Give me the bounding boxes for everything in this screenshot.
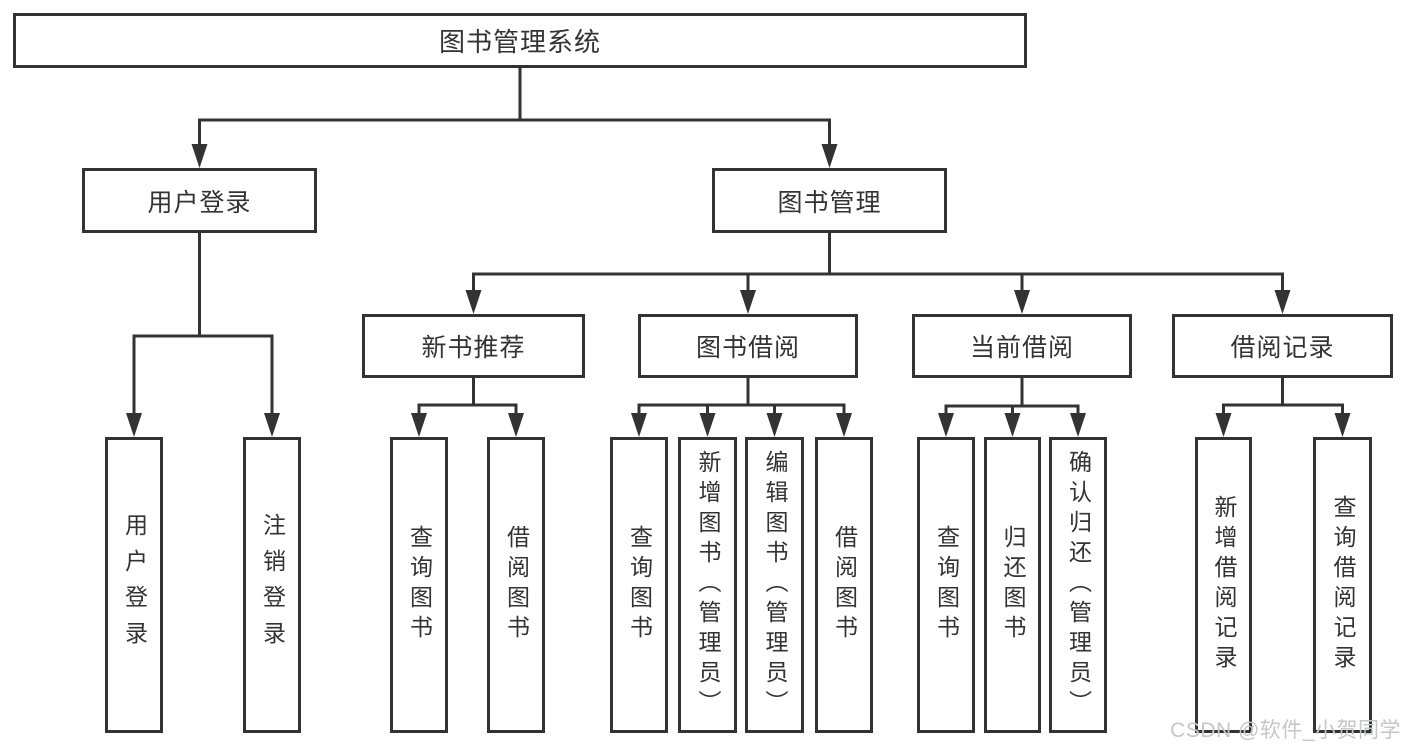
leaf-confirm-return-admin-label: 确认归还（管理员） (1065, 450, 1092, 720)
leaf-edit-book-admin: 编辑图书（管理员） (745, 437, 804, 733)
leaf-add-borrow-record: 新增借阅记录 (1195, 437, 1252, 733)
node-root: 图书管理系统 (13, 13, 1027, 68)
node-book-management: 图书管理 (712, 168, 947, 233)
node-user-login: 用户登录 (82, 168, 317, 233)
node-book-management-label: 图书管理 (777, 188, 882, 217)
leaf-logout-login: 注销登录 (243, 437, 301, 733)
arrow-down-icon (264, 413, 280, 437)
arrow-down-icon (1014, 290, 1030, 314)
arrow-down-icon (766, 413, 783, 437)
leaf-query-borrow-record-label: 查询借阅记录 (1330, 495, 1356, 675)
node-new-book-recommend-label: 新书推荐 (421, 334, 526, 362)
connector-group (465, 233, 1291, 314)
arrow-down-icon (1334, 413, 1351, 437)
leaf-query-borrow-record: 查询借阅记录 (1313, 437, 1372, 733)
connector-group (411, 378, 524, 437)
leaf-borrow-book-recommend-label: 借阅图书 (503, 525, 530, 645)
node-book-borrow-label: 图书借阅 (695, 334, 800, 362)
leaf-query-book-recommend-label: 查询图书 (406, 525, 433, 645)
watermark: CSDN @软件_小贺同学 (1170, 719, 1401, 742)
leaf-query-book-recommend: 查询图书 (390, 437, 448, 733)
arrow-down-icon (740, 290, 756, 314)
arrow-down-icon (821, 144, 838, 168)
leaf-edit-book-admin-label: 编辑图书（管理员） (762, 450, 788, 720)
arrow-down-icon (508, 413, 524, 437)
connector-group (126, 233, 280, 437)
node-borrow-records: 借阅记录 (1172, 314, 1393, 378)
arrow-down-icon (836, 413, 852, 437)
leaf-return-book-label: 归还图书 (1000, 525, 1026, 645)
node-user-login-label: 用户登录 (147, 188, 252, 217)
arrow-down-icon (631, 413, 647, 437)
leaf-query-book-borrow-label: 查询图书 (626, 525, 653, 645)
connector-group (631, 378, 852, 437)
leaf-add-book-admin-label: 新增图书（管理员） (695, 450, 721, 720)
leaf-user-login: 用户登录 (105, 437, 163, 733)
arrow-down-icon (699, 413, 716, 437)
leaf-logout-login-label: 注销登录 (259, 513, 286, 657)
node-book-borrow: 图书借阅 (638, 314, 858, 378)
arrow-down-icon (126, 413, 142, 437)
node-root-label: 图书管理系统 (438, 27, 601, 57)
leaf-borrow-book: 借阅图书 (815, 437, 873, 733)
node-borrow-records-label: 借阅记录 (1230, 334, 1335, 362)
arrow-down-icon (1004, 413, 1021, 437)
leaf-query-book-current-label: 查询图书 (933, 525, 960, 645)
node-new-book-recommend: 新书推荐 (362, 314, 585, 378)
leaf-query-book-borrow: 查询图书 (610, 437, 668, 733)
node-current-borrow: 当前借阅 (912, 314, 1132, 378)
connector-group (938, 378, 1086, 437)
leaf-borrow-book-recommend: 借阅图书 (487, 437, 545, 733)
leaf-confirm-return-admin: 确认归还（管理员） (1049, 437, 1107, 733)
arrow-down-icon (465, 290, 482, 314)
leaf-borrow-book-label: 借阅图书 (831, 525, 858, 645)
connector-group (1215, 378, 1351, 437)
leaf-add-borrow-record-label: 新增借阅记录 (1211, 495, 1237, 675)
node-current-borrow-label: 当前借阅 (969, 334, 1074, 362)
leaf-user-login-label: 用户登录 (121, 513, 148, 657)
arrow-down-icon (1215, 413, 1232, 437)
arrow-down-icon (1070, 413, 1086, 437)
arrow-down-icon (1274, 290, 1291, 314)
arrow-down-icon (938, 413, 954, 437)
leaf-return-book: 归还图书 (984, 437, 1041, 733)
connector-group (191, 66, 838, 168)
arrow-down-icon (191, 144, 208, 168)
leaf-add-book-admin: 新增图书（管理员） (678, 437, 737, 733)
leaf-query-book-current: 查询图书 (917, 437, 975, 733)
arrow-down-icon (411, 413, 427, 437)
